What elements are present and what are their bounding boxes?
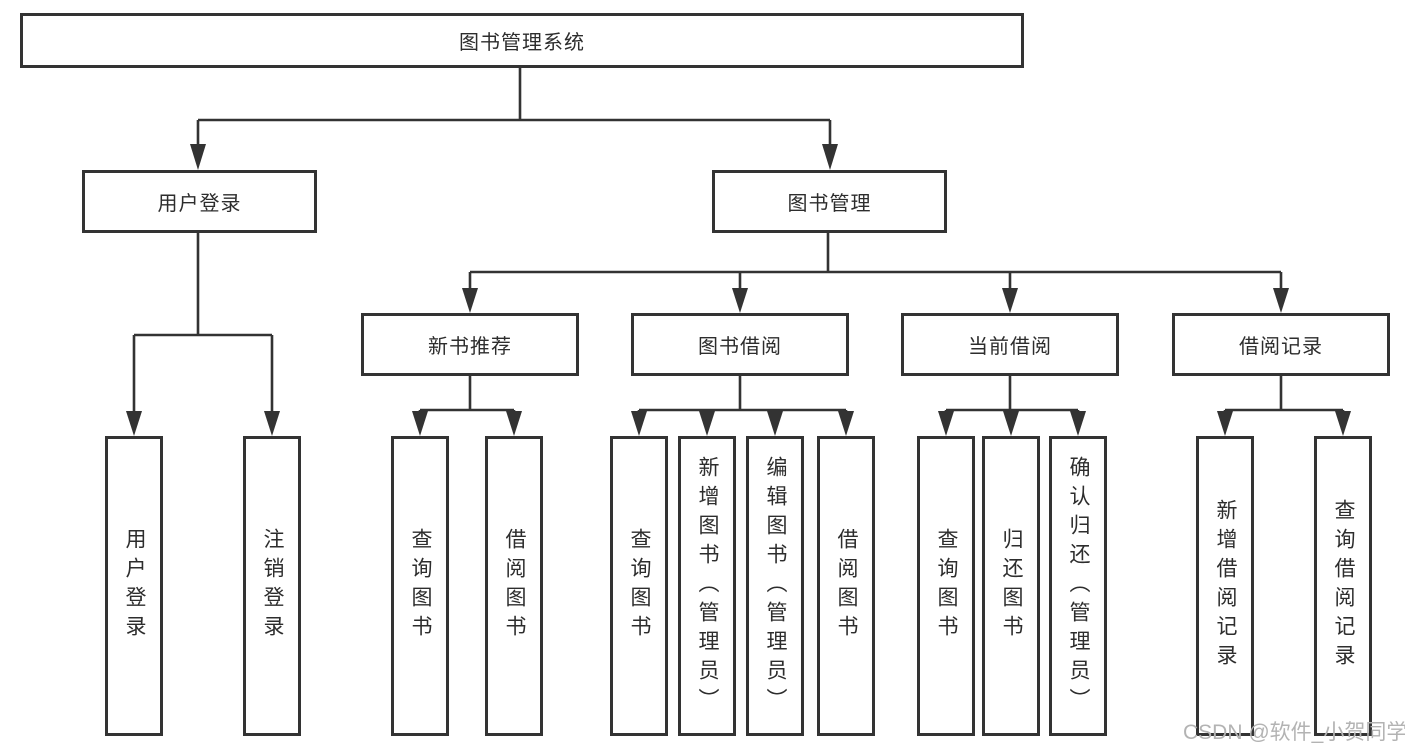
leaf-confirm-return-admin: 确认归还（管理员） (1049, 436, 1107, 736)
leaf-user-login: 用户登录 (105, 436, 163, 736)
leaf-borrow-books-recommend: 借阅图书 (485, 436, 543, 736)
leaf-edit-books-admin: 编辑图书（管理员） (746, 436, 804, 736)
leaf-query-borrow-record: 查询借阅记录 (1314, 436, 1372, 736)
leaf-query-books-current: 查询图书 (917, 436, 975, 736)
node-current-borrowing: 当前借阅 (901, 313, 1119, 376)
leaf-add-books-admin: 新增图书（管理员） (678, 436, 736, 736)
node-user-login: 用户登录 (82, 170, 317, 233)
node-book-borrowing: 图书借阅 (631, 313, 849, 376)
leaf-borrow-books: 借阅图书 (817, 436, 875, 736)
node-new-book-recommend: 新书推荐 (361, 313, 579, 376)
leaf-logout: 注销登录 (243, 436, 301, 736)
node-book-management: 图书管理 (712, 170, 947, 233)
leaf-return-books: 归还图书 (982, 436, 1040, 736)
leaf-query-books-borrow: 查询图书 (610, 436, 668, 736)
node-library-management-system: 图书管理系统 (20, 13, 1024, 68)
csdn-watermark: CSDN @软件_小贺同学 (1183, 721, 1405, 744)
leaf-query-books-recommend: 查询图书 (391, 436, 449, 736)
node-borrowing-records: 借阅记录 (1172, 313, 1390, 376)
leaf-add-borrow-record: 新增借阅记录 (1196, 436, 1254, 736)
